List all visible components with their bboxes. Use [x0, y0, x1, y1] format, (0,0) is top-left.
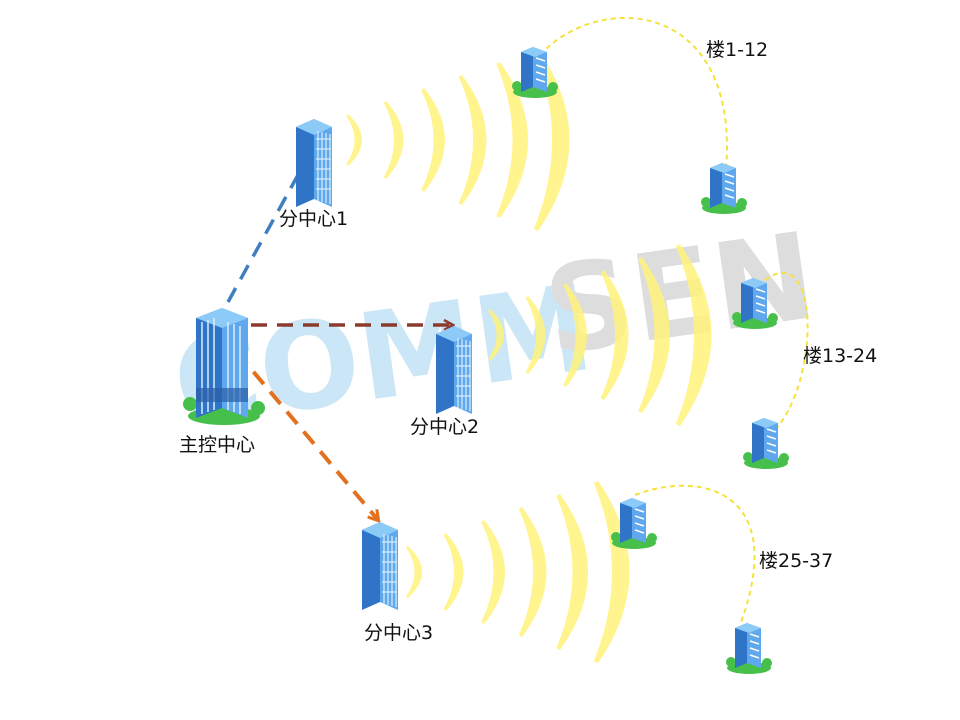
building-group-3-bottom-icon: [725, 622, 773, 675]
building-group-1-label: 楼1-12: [706, 39, 769, 61]
sub-center-3-label: 分中心3: [364, 622, 434, 644]
route-group-2: [764, 271, 809, 431]
sub-center-1-label: 分中心1: [279, 208, 349, 230]
wave-from-sub3-arc: [443, 533, 464, 611]
wave-from-sub1-arc: [533, 49, 570, 231]
wave-from-sub1-arc: [383, 101, 404, 179]
sub-center-2-label: 分中心2: [410, 416, 480, 438]
wave-from-sub1-arc: [496, 62, 528, 218]
main-control-label: 主控中心: [179, 434, 256, 456]
sub-center-3-tower-icon: [361, 521, 399, 611]
wave-from-sub3-arc: [556, 494, 588, 650]
wave-from-sub1-arc: [458, 75, 487, 205]
wave-from-sub2-arc: [638, 257, 670, 413]
wave-from-sub1-arc: [346, 114, 362, 166]
sub-center-2-tower-icon: [435, 325, 473, 415]
wave-from-sub2-arc: [563, 283, 587, 387]
wave-from-sub1-arc: [421, 88, 445, 192]
wave-from-sub2-arc: [600, 270, 629, 400]
route-group-1: [539, 16, 728, 171]
wave-from-sub3-arc: [481, 520, 505, 624]
sub-center-1-tower-icon: [295, 118, 333, 208]
wave-from-sub3-arc: [406, 546, 422, 598]
watermark: COMM SEN: [165, 207, 823, 455]
wave-from-sub2-arc: [525, 296, 546, 374]
wave-from-sub2-arc: [488, 309, 504, 361]
building-group-1-bottom-icon: [700, 162, 748, 215]
building-group-3-label: 楼25-37: [759, 550, 834, 572]
wave-from-sub2-arc: [675, 244, 712, 426]
link-main-to-sub1: [226, 174, 300, 303]
building-group-2-label: 楼13-24: [803, 345, 878, 367]
wave-from-sub3-arc: [518, 507, 547, 637]
building-group-2-bottom-icon: [742, 417, 790, 470]
route-group-3: [634, 484, 756, 626]
